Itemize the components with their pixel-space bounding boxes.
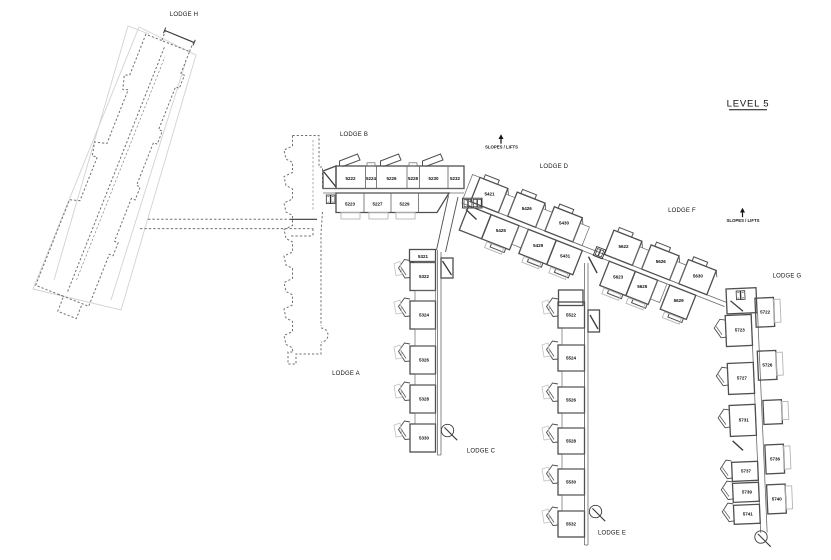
svg-text:5528: 5528	[566, 439, 577, 444]
svg-text:5430: 5430	[559, 221, 570, 226]
svg-text:5426: 5426	[522, 206, 533, 211]
svg-text:LODGE C: LODGE C	[467, 449, 496, 455]
svg-text:5737: 5737	[741, 469, 752, 474]
svg-text:5726: 5726	[762, 363, 773, 368]
svg-text:LODGE B: LODGE B	[340, 132, 368, 138]
svg-text:5625: 5625	[637, 284, 648, 289]
svg-text:5429: 5429	[533, 243, 544, 248]
svg-text:5229: 5229	[399, 202, 410, 207]
svg-text:SLOPES / LIFTS: SLOPES / LIFTS	[727, 218, 760, 223]
svg-text:5626: 5626	[656, 259, 667, 264]
svg-text:5330: 5330	[419, 436, 430, 441]
svg-text:5228: 5228	[408, 176, 419, 181]
svg-text:LODGE D: LODGE D	[540, 164, 569, 170]
svg-text:5421: 5421	[484, 191, 495, 196]
svg-text:LODGE A: LODGE A	[332, 371, 360, 377]
svg-text:5227: 5227	[372, 202, 383, 207]
svg-text:5425: 5425	[496, 228, 507, 233]
svg-text:5223: 5223	[345, 202, 356, 207]
svg-text:5524: 5524	[566, 356, 577, 361]
svg-text:5630: 5630	[693, 274, 704, 279]
svg-text:5324: 5324	[419, 313, 430, 318]
svg-text:5622: 5622	[618, 244, 629, 249]
svg-text:5722: 5722	[760, 310, 771, 315]
svg-text:LEVEL 5: LEVEL 5	[727, 99, 770, 110]
svg-text:5431: 5431	[560, 253, 571, 258]
svg-text:5731: 5731	[739, 418, 750, 423]
svg-text:LODGE E: LODGE E	[598, 531, 626, 537]
svg-text:5224: 5224	[366, 176, 377, 181]
svg-text:LODGE G: LODGE G	[773, 274, 802, 280]
svg-text:5629: 5629	[674, 298, 685, 303]
svg-text:5222: 5222	[345, 176, 356, 181]
svg-text:5736: 5736	[770, 456, 781, 461]
svg-text:5727: 5727	[737, 376, 748, 381]
svg-text:5741: 5741	[743, 512, 754, 517]
svg-text:5230: 5230	[428, 176, 439, 181]
svg-text:LODGE H: LODGE H	[170, 12, 198, 18]
svg-text:5623: 5623	[613, 274, 624, 279]
svg-text:5740: 5740	[772, 496, 783, 501]
svg-text:5321: 5321	[418, 254, 429, 259]
svg-text:5232: 5232	[450, 176, 461, 181]
svg-text:5326: 5326	[419, 358, 430, 363]
svg-text:5526: 5526	[566, 398, 577, 403]
svg-text:5322: 5322	[419, 274, 430, 279]
svg-text:5522: 5522	[566, 313, 577, 318]
svg-text:5723: 5723	[735, 328, 746, 333]
svg-text:5530: 5530	[566, 480, 577, 485]
svg-text:5226: 5226	[386, 176, 397, 181]
svg-text:5532: 5532	[566, 522, 577, 527]
svg-text:LODGE F: LODGE F	[668, 208, 696, 214]
svg-text:5328: 5328	[419, 397, 430, 402]
svg-text:SLOPES / LIFTS: SLOPES / LIFTS	[485, 145, 518, 150]
svg-text:5739: 5739	[742, 490, 753, 495]
